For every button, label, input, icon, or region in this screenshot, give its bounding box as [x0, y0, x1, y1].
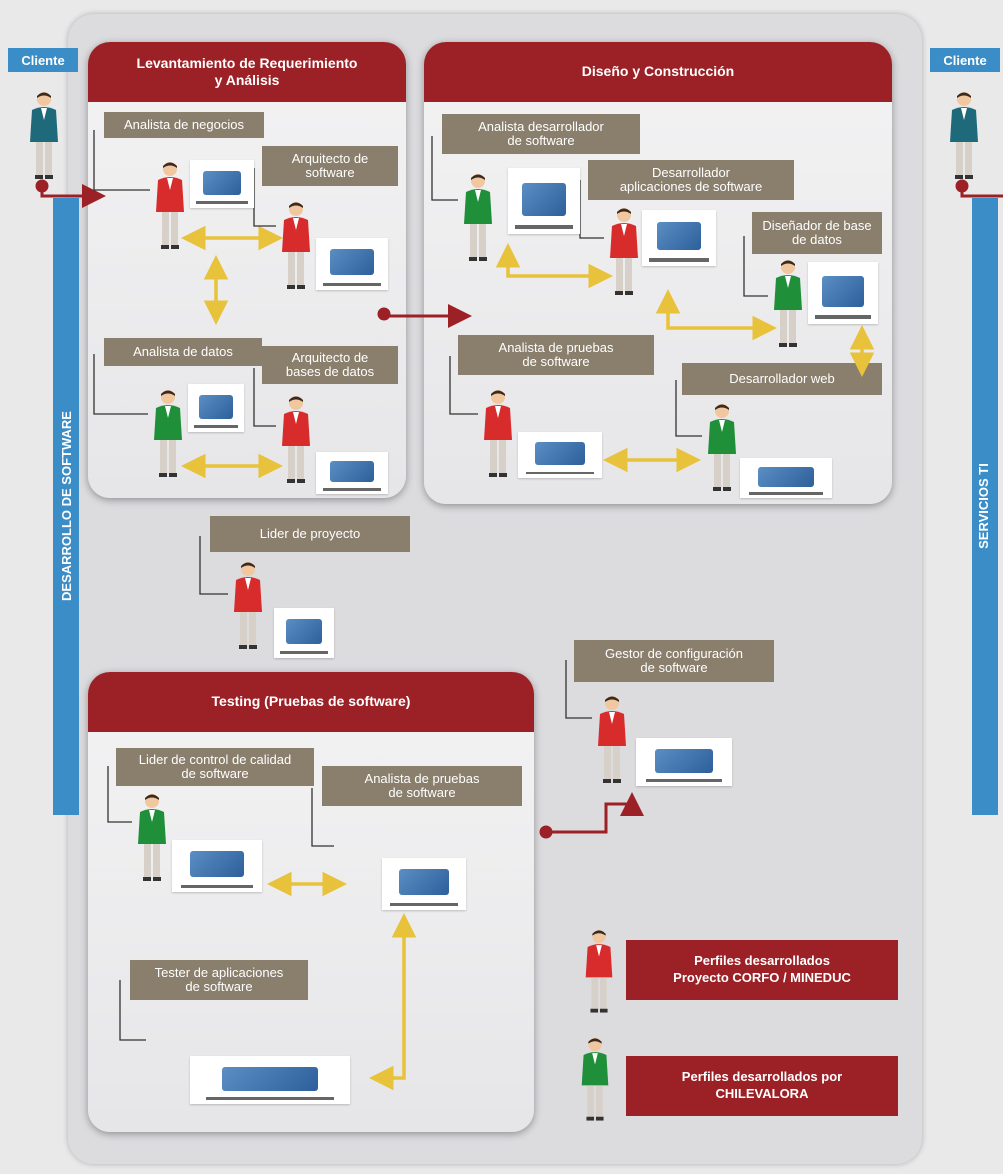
arrow-requirements-dot [377, 307, 391, 321]
test-analyst-design-figure [484, 390, 512, 477]
flow-arrows [35, 179, 1003, 839]
database-architect-figure [282, 396, 310, 483]
data-analyst-figure [154, 390, 182, 477]
role-web-developer: Desarrollador web [682, 363, 882, 395]
role-database-architect: Arquitecto de bases de datos [262, 346, 398, 384]
qa-leader-figure [138, 794, 166, 881]
arrow-client-to-requirements [40, 184, 106, 208]
role-business-analyst: Analista de negocios [104, 112, 264, 138]
role-test-analyst-testing: Analista de pruebas de software [322, 766, 522, 806]
legend-corfo: Perfiles desarrollados Proyecto CORFO / … [626, 940, 898, 1000]
role-project-leader: Lider de proyecto [210, 516, 410, 552]
web-developer-device [740, 458, 832, 498]
software-dev-analyst-device [508, 168, 580, 234]
client-label-right: Cliente [930, 48, 1000, 72]
role-software-architect: Arquitecto de software [262, 146, 398, 186]
role-app-tester: Tester de aplicaciones de software [130, 960, 308, 1000]
design-header: Diseño y Construcción [424, 42, 892, 102]
software-architect-device [316, 238, 388, 290]
qa-leader-device [172, 840, 262, 892]
database-designer-device [808, 262, 878, 324]
app-developer-figure [610, 208, 638, 295]
app-tester-device [190, 1056, 350, 1104]
web-developer-figure [708, 404, 736, 491]
it-services-bar [972, 198, 998, 815]
business-analyst-device [190, 160, 254, 208]
client-figure-right [950, 92, 978, 179]
test-analyst-design-device [518, 432, 602, 478]
config-manager-device [636, 738, 732, 786]
test-analyst-testing-device [382, 858, 466, 910]
arrow-testing-to-config [548, 792, 644, 834]
arrow-client-right [960, 188, 1003, 198]
development-bar [53, 198, 79, 815]
database-designer-figure [774, 260, 802, 347]
role-config-manager: Gestor de configuración de software [574, 640, 774, 682]
role-data-analyst: Analista de datos [104, 338, 262, 366]
arrow-client-left-dot [35, 179, 49, 193]
project-leader-device [274, 608, 334, 658]
software-architect-figure [282, 202, 310, 289]
client-label-left: Cliente [8, 48, 78, 72]
connectors [93, 130, 768, 1041]
config-manager-figure [598, 696, 626, 783]
data-analyst-device [188, 384, 244, 432]
software-dev-analyst-figure [464, 174, 492, 261]
legend-red-figure [585, 929, 613, 1013]
app-developer-device [642, 210, 716, 266]
arrow-testing-dot [539, 825, 553, 839]
arrow-client-right-dot [955, 179, 969, 193]
project-leader-figure [234, 562, 262, 649]
role-test-analyst-design: Analista de pruebas de software [458, 335, 654, 375]
yellow-links [181, 225, 875, 1091]
role-app-developer: Desarrollador aplicaciones de software [588, 160, 794, 200]
business-analyst-figure [156, 162, 184, 249]
legend-chilevalora: Perfiles desarrollados por CHILEVALORA [626, 1056, 898, 1116]
client-figure-left [30, 92, 58, 179]
role-software-dev-analyst: Analista desarrollador de software [442, 114, 640, 154]
legend-green-figure [581, 1037, 609, 1121]
role-database-designer: Diseñador de base de datos [752, 212, 882, 254]
requirements-header: Levantamiento de Requerimiento y Análisi… [88, 42, 406, 102]
database-architect-device [316, 452, 388, 494]
role-qa-leader: Lider de control de calidad de software [116, 748, 314, 786]
testing-header: Testing (Pruebas de software) [88, 672, 534, 732]
